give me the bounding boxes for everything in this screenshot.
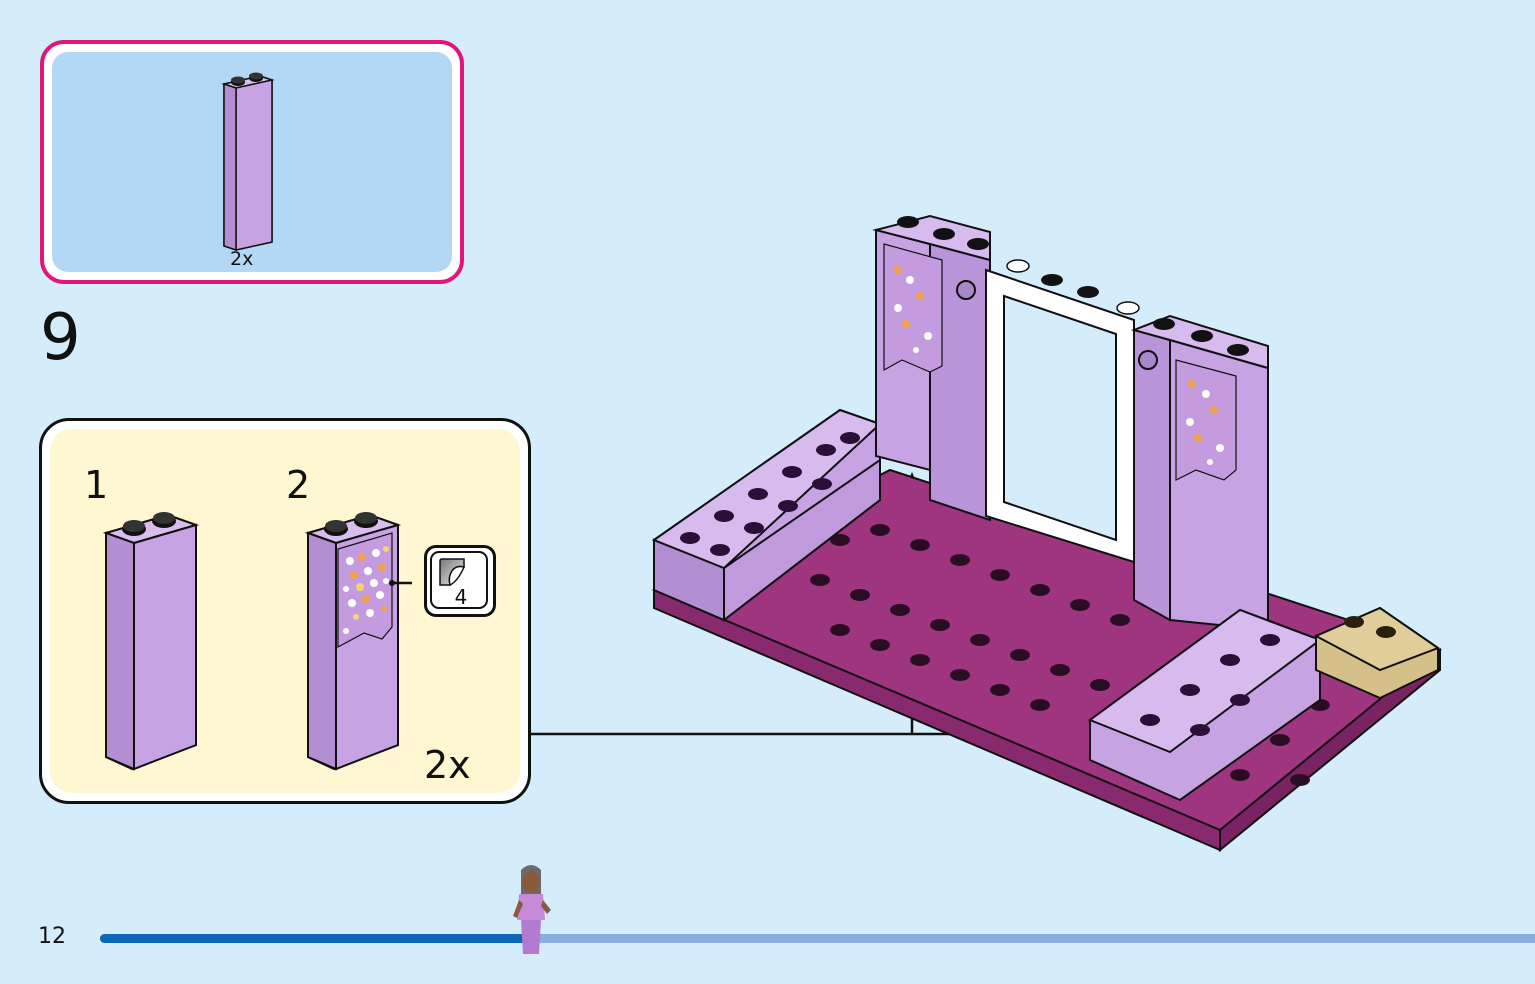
page-number: 12: [38, 924, 66, 949]
sub-assembly-panel: 1 2: [39, 418, 531, 804]
sticker-icon: [439, 558, 466, 587]
sticker-number: 4: [454, 585, 468, 609]
minifigure-icon: [513, 865, 551, 954]
sub-assembly-quantity: 2x: [424, 743, 471, 787]
brick-with-sticker-icon: [304, 512, 412, 771]
stage-model-icon: [651, 214, 1442, 853]
substep-1-label: 1: [84, 463, 109, 507]
brick-1x2x5-icon: [221, 72, 275, 252]
sticker-callout: 4: [424, 545, 496, 617]
brick-1x2x5-icon: [102, 512, 200, 771]
sticker-callout-inner: 4: [430, 551, 488, 609]
step-number: 9: [40, 301, 81, 375]
parts-quantity: 2x: [230, 248, 254, 270]
substep-2-label: 2: [286, 463, 311, 507]
progress-track: [100, 934, 1535, 943]
sub-assembly-background: 1 2: [50, 429, 520, 793]
flower-pattern-icon: [343, 546, 389, 634]
parts-callout-panel: 2x: [40, 40, 464, 284]
progress-fill: [100, 934, 531, 943]
parts-callout-background: 2x: [52, 52, 452, 272]
